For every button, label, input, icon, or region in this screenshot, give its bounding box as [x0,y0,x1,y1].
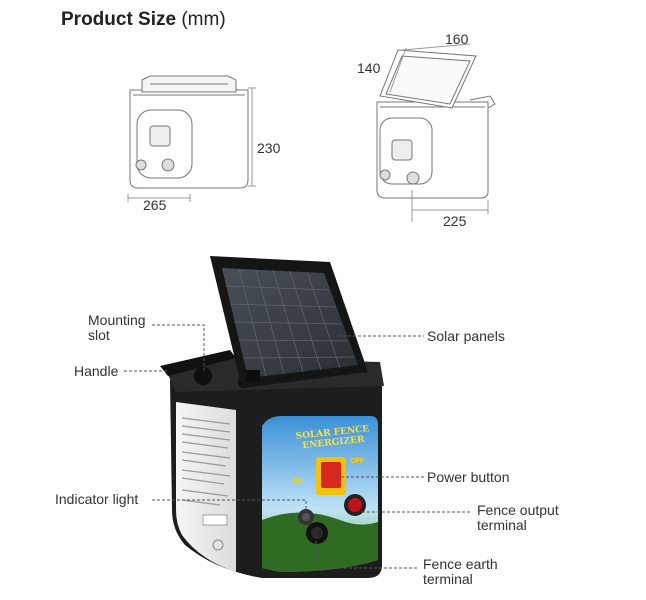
callout-fence-earth-terminal: Fence earth terminal [423,556,498,587]
dim-closed-height: 230 [257,140,281,156]
callout-fence-output-terminal: Fence output terminal [477,502,559,533]
switch-on-label: ON [292,478,303,485]
title-unit: (mm) [181,9,226,30]
dim-open-depth: 225 [443,213,467,229]
handle [160,350,236,376]
dim-panel-width: 160 [445,31,469,47]
title-bold: Product Size [61,9,177,30]
callout-handle: Handle [74,363,119,379]
mounting-slot-leader [152,324,205,372]
sticker-text-lines [181,417,231,506]
solar-cell-grid [225,268,355,377]
closed-device-sketch [127,75,256,202]
side-sticker [176,402,236,572]
mounting-knob [194,367,212,385]
open-device-sketch [376,43,496,222]
dim-closed-width: 265 [143,197,167,213]
callout-indicator-light: Indicator light [55,491,139,507]
dim-panel-depth: 140 [357,60,381,76]
page-title: Product Size (mm) [61,9,226,31]
switch-off-label: OFF [350,458,364,465]
callout-mounting-slot: Mounting slot [88,312,146,343]
indicator-light-leader [152,499,307,512]
callout-power-button: Power button [427,469,510,485]
callout-solar-panels: Solar panels [427,328,505,344]
fence-earth-leader [315,541,418,569]
